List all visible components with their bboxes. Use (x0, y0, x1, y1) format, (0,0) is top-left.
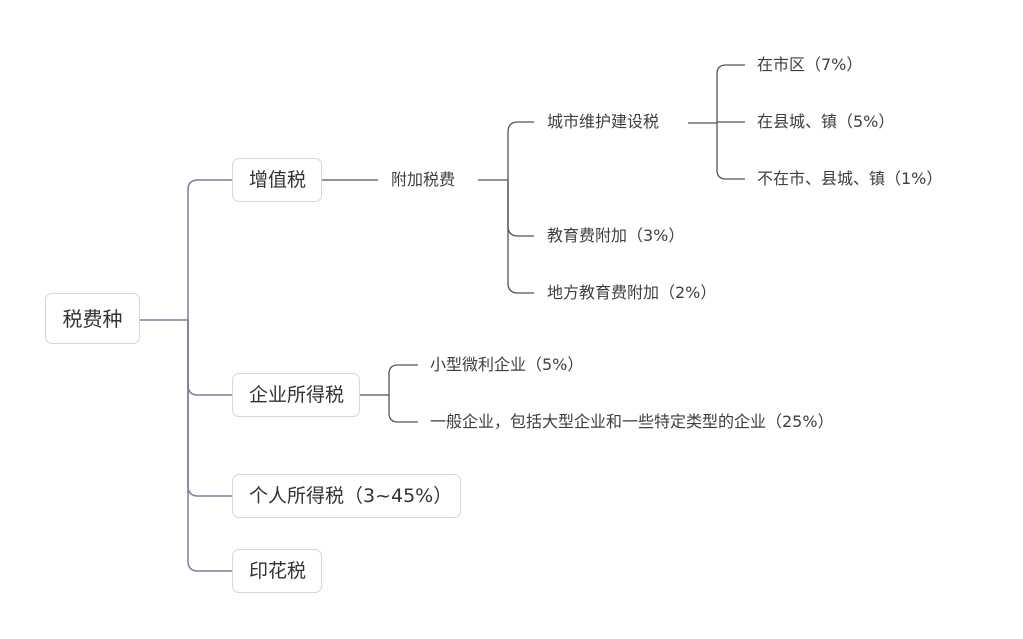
node-cit-general[interactable]: 一般企业，包括大型企业和一些特定类型的企业（25%） (430, 412, 834, 431)
root-node[interactable]: 税费种 (45, 293, 140, 344)
connector-cit-small (388, 364, 418, 395)
node-surcharge[interactable]: 附加税费 (391, 170, 456, 189)
connector-root-stamp (187, 320, 232, 572)
node-vat-label: 增值税 (249, 168, 307, 191)
node-urban-tax[interactable]: 城市维护建设税 (547, 112, 660, 131)
connector-root-cit (187, 320, 232, 396)
root-label: 税费种 (62, 306, 123, 331)
connector-urban-other (716, 123, 745, 180)
node-urban-other[interactable]: 不在市、县城、镇（1%） (757, 169, 943, 188)
connector-root-vat (187, 179, 232, 320)
connector-surcharge-localedu (507, 180, 534, 294)
node-pit[interactable]: 个人所得税（3~45%） (232, 474, 461, 518)
connector-root-pit (187, 320, 232, 497)
connector-urban-city (716, 64, 745, 123)
node-stamp-label: 印花税 (249, 559, 307, 582)
node-cit-label: 企业所得税 (249, 383, 345, 406)
connector-surcharge-urban (507, 121, 534, 180)
node-vat[interactable]: 增值税 (232, 158, 322, 202)
connector-cit-general (388, 395, 418, 423)
connector-surcharge-edu (507, 180, 534, 237)
node-urban-county[interactable]: 在县城、镇（5%） (757, 112, 895, 131)
node-pit-label: 个人所得税（3~45%） (249, 484, 453, 507)
node-urban-city[interactable]: 在市区（7%） (757, 55, 863, 74)
node-stamp[interactable]: 印花税 (232, 549, 322, 593)
node-edu[interactable]: 教育费附加（3%） (547, 226, 685, 245)
node-local-edu[interactable]: 地方教育费附加（2%） (547, 283, 717, 302)
node-cit[interactable]: 企业所得税 (232, 373, 360, 417)
node-cit-small[interactable]: 小型微利企业（5%） (430, 355, 584, 374)
